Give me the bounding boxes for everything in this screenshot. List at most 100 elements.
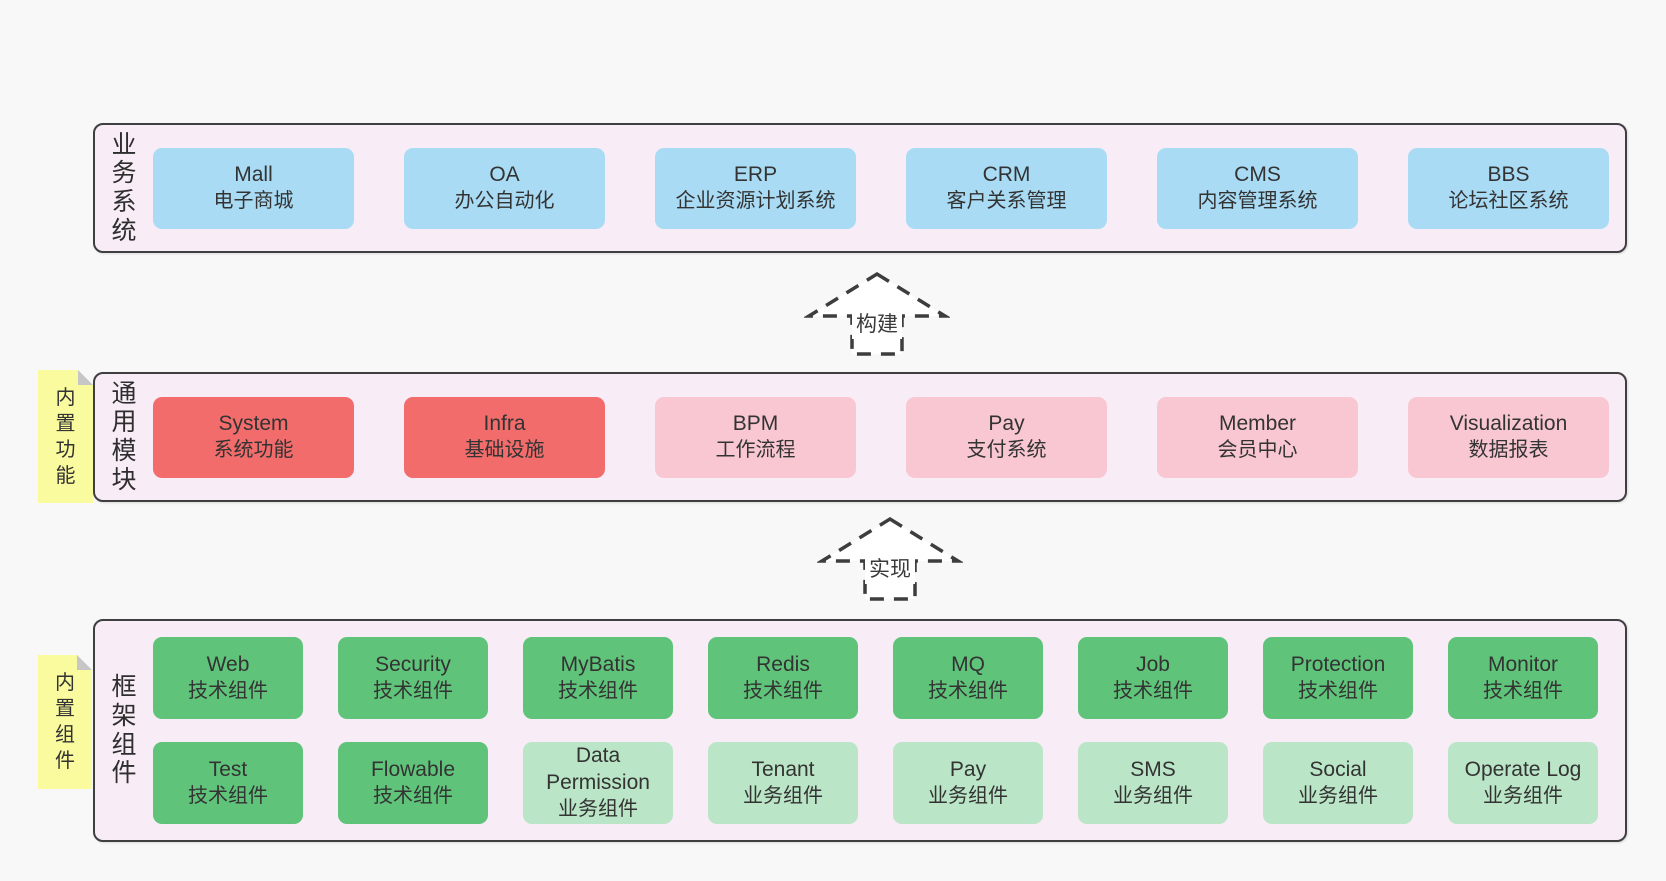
box-subtitle: 办公自动化 [454, 189, 555, 212]
box-subtitle: 电子商城 [213, 189, 294, 212]
box-operate-log: Operate Log 业务组件 [1448, 742, 1598, 824]
box-web: Web 技术组件 [153, 637, 303, 719]
box-mybatis: MyBatis 技术组件 [523, 637, 673, 719]
box-subtitle: 系统功能 [213, 438, 294, 461]
arrow-up-implement: 实现 [817, 514, 963, 604]
section-label-business-systems: 业 务 系 统 [111, 130, 137, 245]
box-pay: Pay 业务组件 [893, 742, 1043, 824]
box-title: Tenant [751, 757, 815, 781]
box-subtitle: 数据报表 [1468, 438, 1549, 461]
section-label-common-modules: 通 用 模 块 [111, 379, 137, 494]
section-common-modules: 通 用 模 块 System 系统功能 Infra 基础设施 BPM 工作流程 Pay 支付系… [93, 372, 1627, 502]
box-title: BBS [1487, 162, 1530, 186]
box-subtitle: 内容管理系统 [1197, 189, 1318, 212]
box-subtitle: 业务组件 [1483, 784, 1563, 807]
box-bpm: BPM 工作流程 [655, 396, 856, 478]
box-erp: ERP 企业资源计划系统 [655, 147, 856, 229]
box-title: Protection [1290, 652, 1386, 676]
box-title: BPM [732, 411, 779, 435]
box-member: Member 会员中心 [1157, 396, 1358, 478]
box-flowable: Flowable 技术组件 [338, 742, 488, 824]
box-subtitle: 论坛社区系统 [1448, 189, 1569, 212]
box-title: SMS [1130, 757, 1176, 781]
box-title: Security [375, 652, 451, 676]
box-title: MyBatis [560, 652, 636, 676]
box-subtitle: 会员中心 [1217, 438, 1298, 461]
box-subtitle: 技术组件 [928, 679, 1008, 702]
box-subtitle: 业务组件 [558, 798, 638, 821]
box-redis: Redis 技术组件 [708, 637, 858, 719]
box-monitor: Monitor 技术组件 [1448, 637, 1598, 719]
box-title: Monitor [1487, 652, 1559, 676]
box-subtitle: 技术组件 [1113, 679, 1193, 702]
box-title: OA [489, 162, 520, 186]
section-label-framework-components: 框 架 组 件 [111, 673, 137, 788]
box-title: MQ [951, 652, 985, 676]
box-subtitle: 客户关系管理 [946, 189, 1067, 212]
box-visualization: Visualization 数据报表 [1408, 396, 1609, 478]
box-cms: CMS 内容管理系统 [1157, 147, 1358, 229]
box-protection: Protection 技术组件 [1263, 637, 1413, 719]
box-title: Mall [234, 162, 273, 186]
box-subtitle: 技术组件 [558, 679, 638, 702]
arrow-label: 实现 [865, 552, 915, 584]
box-subtitle: 技术组件 [743, 679, 823, 702]
box-title: CMS [1234, 162, 1281, 186]
box-subtitle: 技术组件 [1483, 679, 1563, 702]
box-title: CRM [982, 162, 1031, 186]
box-system: System 系统功能 [153, 396, 354, 478]
box-subtitle: 技术组件 [188, 679, 268, 702]
box-subtitle: 技术组件 [373, 679, 453, 702]
box-grid-common-modules: System 系统功能 Infra 基础设施 BPM 工作流程 Pay 支付系统 Member 会… [153, 374, 1625, 500]
box-title: Redis [756, 652, 810, 676]
box-title: ERP [733, 162, 778, 186]
box-subtitle: 业务组件 [1113, 784, 1193, 807]
box-bbs: BBS 论坛社区系统 [1408, 147, 1609, 229]
box-subtitle: 企业资源计划系统 [675, 189, 836, 212]
box-subtitle: 基础设施 [464, 438, 545, 461]
box-mall: Mall 电子商城 [153, 147, 354, 229]
box-test: Test 技术组件 [153, 742, 303, 824]
box-title: Pay [988, 411, 1025, 435]
box-title: Job [1136, 652, 1170, 676]
box-job: Job 技术组件 [1078, 637, 1228, 719]
box-subtitle: 技术组件 [188, 784, 268, 807]
box-title: Flowable [370, 757, 456, 781]
box-title: Infra [483, 411, 526, 435]
box-tenant: Tenant 业务组件 [708, 742, 858, 824]
box-grid-business-systems: Mall 电子商城 OA 办公自动化 ERP 企业资源计划系统 CRM 客户关系管理 CMS 内容… [153, 125, 1625, 251]
box-title: Test [208, 757, 248, 781]
box-title: Pay [949, 757, 987, 781]
box-crm: CRM 客户关系管理 [906, 147, 1107, 229]
box-title: Data Permission [546, 744, 650, 795]
sticky-note-built-in-features: 内 置 功 能 [38, 370, 93, 503]
box-title: Operate Log [1464, 757, 1582, 781]
box-title: Social [1309, 757, 1367, 781]
sticky-note-text: 内 置 功 能 [55, 386, 76, 487]
sticky-note-text: 内 置 组 件 [55, 672, 75, 772]
box-security: Security 技术组件 [338, 637, 488, 719]
box-infra: Infra 基础设施 [404, 396, 605, 478]
box-subtitle: 工作流程 [715, 438, 796, 461]
box-subtitle: 技术组件 [1298, 679, 1378, 702]
arrow-label: 构建 [852, 307, 902, 339]
box-oa: OA 办公自动化 [404, 147, 605, 229]
box-title: Visualization [1449, 411, 1568, 435]
box-mq: MQ 技术组件 [893, 637, 1043, 719]
sticky-note-built-in-components: 内 置 组 件 [38, 655, 92, 789]
box-sms: SMS 业务组件 [1078, 742, 1228, 824]
box-title: Web [206, 652, 250, 676]
box-subtitle: 业务组件 [1298, 784, 1378, 807]
box-subtitle: 业务组件 [928, 784, 1008, 807]
box-title: Member [1218, 411, 1297, 435]
box-social: Social 业务组件 [1263, 742, 1413, 824]
box-title: System [218, 411, 289, 435]
box-subtitle: 技术组件 [373, 784, 453, 807]
section-business-systems: 业 务 系 统 Mall 电子商城 OA 办公自动化 ERP 企业资源计划系统 CRM 客户关… [93, 123, 1627, 253]
box-subtitle: 支付系统 [966, 438, 1047, 461]
box-pay: Pay 支付系统 [906, 396, 1107, 478]
box-subtitle: 业务组件 [743, 784, 823, 807]
